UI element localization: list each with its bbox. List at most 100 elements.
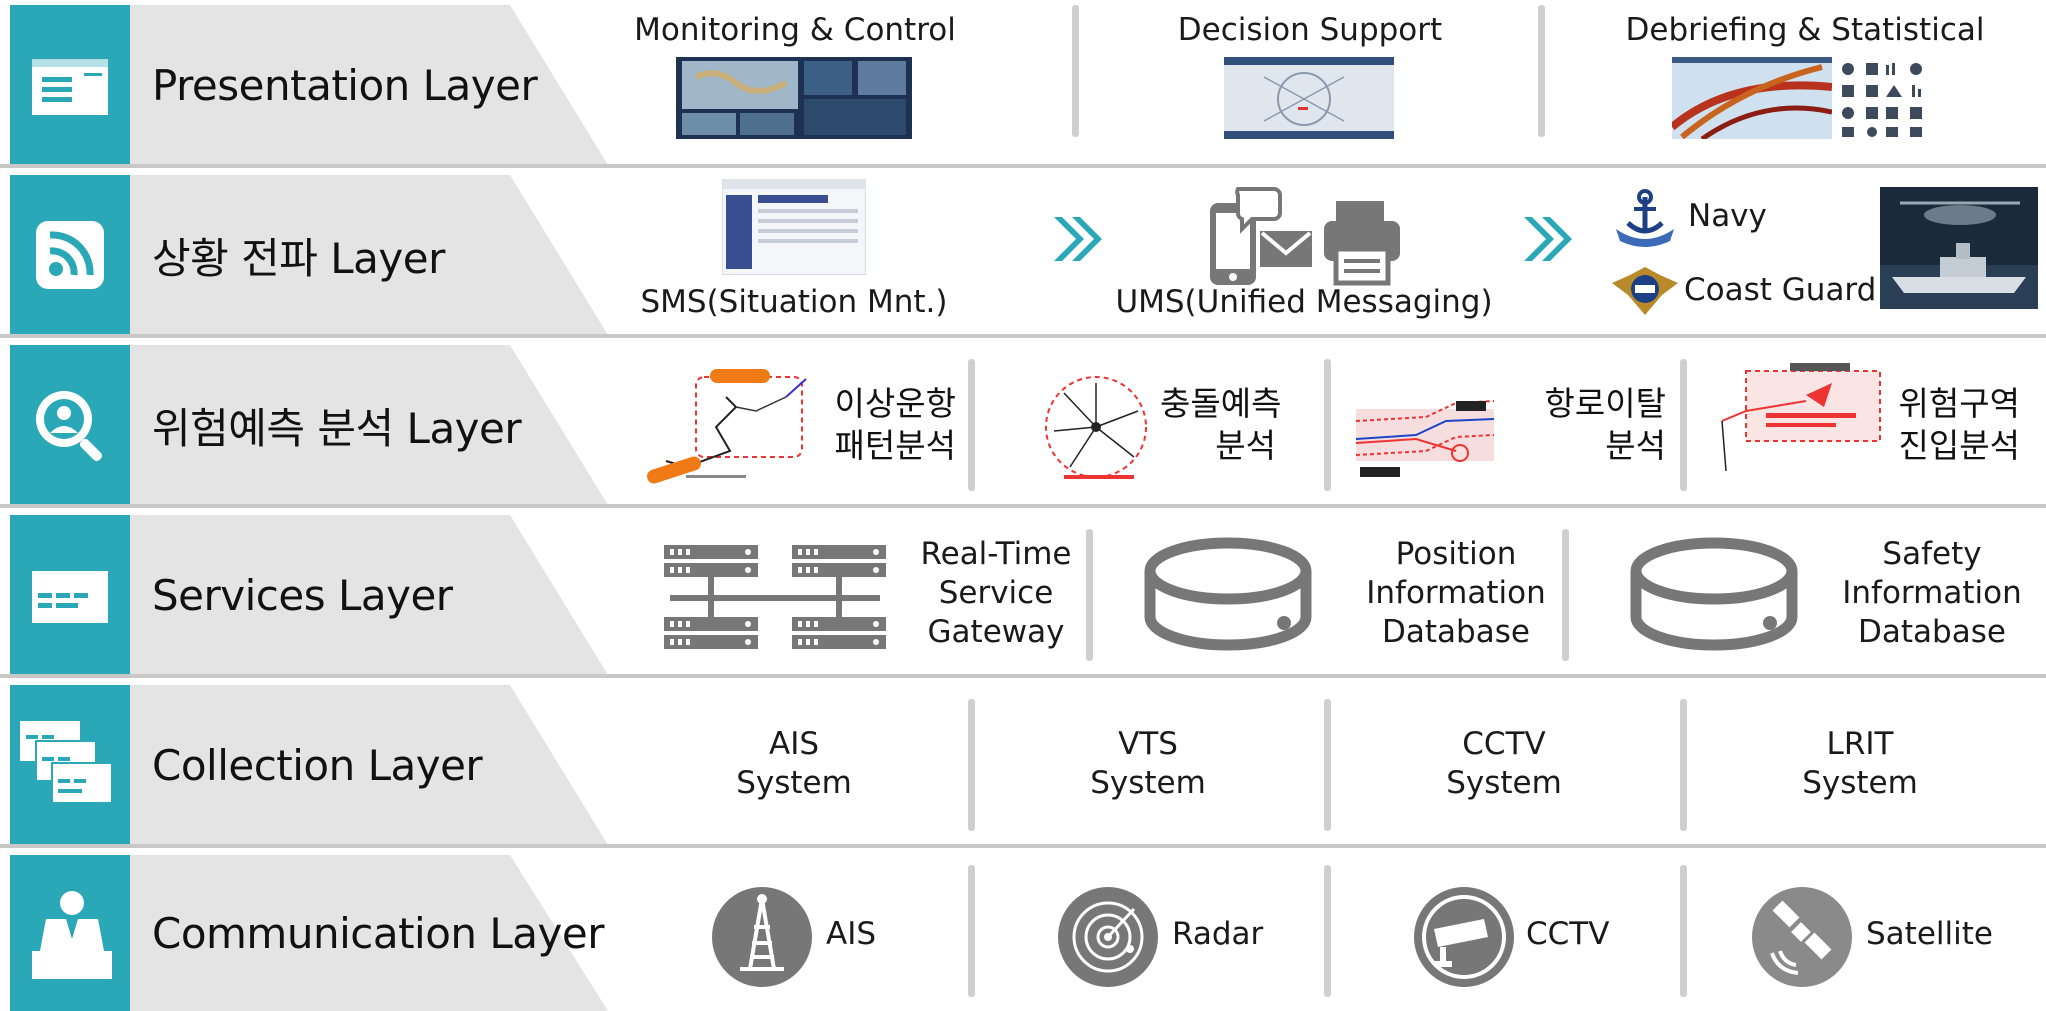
analysis-label-2: 충돌예측 분석	[1160, 383, 1282, 467]
column-divider	[1562, 529, 1569, 661]
service-label-line: Service	[938, 575, 1054, 611]
analysis-label-line: 위험구역	[1898, 384, 2020, 423]
row-divider	[0, 164, 2046, 168]
sms-label: SMS(Situation Mnt.)	[640, 284, 948, 320]
column-divider	[968, 359, 975, 491]
layer-band: Collection Layer	[130, 685, 608, 845]
layer-icon-box	[10, 345, 130, 505]
layer-icon-box	[10, 5, 130, 165]
magnifier-person-icon	[36, 391, 103, 462]
collection-label-line: System	[736, 765, 852, 801]
services-layer-row: Services Layer Real-Time Service Gateway	[0, 515, 2046, 677]
route-deviation-diagram	[1356, 400, 1494, 477]
sms-screen-thumbnail	[722, 179, 866, 275]
presenter-icon	[32, 891, 112, 979]
service-label-2: Position Information Database	[1356, 535, 1556, 652]
collection-label-line: LRIT	[1826, 726, 1894, 762]
collection-system-4: LRIT System	[1760, 725, 1960, 803]
danger-zone-entry-diagram	[1721, 363, 1881, 472]
analysis-label-line: 패턴분석	[834, 426, 956, 465]
service-label-line: Information	[1366, 575, 1546, 611]
coast-guard-label: Coast Guard	[1684, 272, 1877, 308]
decision-support-label: Decision Support	[1177, 12, 1443, 48]
analysis-label-3: 항로이탈 분석	[1500, 383, 1666, 467]
chart-icons-grid	[1842, 63, 1922, 137]
analysis-label-1: 이상운항 패턴분석	[800, 383, 956, 467]
service-label-line: Database	[1382, 614, 1530, 650]
column-divider	[1680, 699, 1687, 831]
column-divider	[1538, 5, 1545, 137]
collection-label-line: System	[1802, 765, 1918, 801]
debriefing-statistical-label: Debriefing & Statistical	[1625, 12, 1985, 48]
collection-label-line: AIS	[768, 726, 820, 762]
row-divider	[0, 674, 2046, 678]
decision-screen-thumbnail	[1224, 57, 1394, 139]
service-label-3: Safety Information Database	[1832, 535, 2032, 652]
collection-label-line: System	[1446, 765, 1562, 801]
column-divider	[968, 865, 975, 997]
comm-label-satellite: Satellite	[1866, 916, 1993, 952]
layer-band: 위험예측 분석 Layer	[130, 345, 608, 505]
row-divider	[0, 504, 2046, 508]
layer-band: Services Layer	[130, 515, 608, 675]
ums-label: UMS(Unified Messaging)	[1115, 284, 1493, 320]
layer-title: Services Layer	[152, 570, 453, 620]
collection-system-1: AIS System	[694, 725, 894, 803]
server-card-icon	[32, 571, 108, 623]
layer-band: Communication Layer	[130, 855, 608, 1011]
window-icon	[32, 59, 108, 115]
column-divider	[1680, 359, 1687, 491]
layer-title: Collection Layer	[152, 740, 483, 790]
service-label-line: Information	[1842, 575, 2022, 611]
analysis-label-line: 분석	[1605, 426, 1666, 465]
comm-label-ais: AIS	[826, 916, 877, 952]
double-chevron-icon	[1524, 217, 1572, 261]
column-divider	[1324, 359, 1331, 491]
ship-helicopter-image	[1880, 187, 2038, 309]
collision-prediction-diagram	[1045, 376, 1147, 479]
navy-label: Navy	[1688, 198, 1767, 234]
layer-icon-box	[10, 855, 130, 1011]
messaging-devices-icon	[1210, 187, 1400, 286]
coast-guard-emblem-icon	[1612, 267, 1678, 315]
collection-system-3: CCTV System	[1404, 725, 1604, 803]
propagation-layer-row: 상황 전파 Layer SMS(Situation Mnt.) UMS(Unif…	[0, 175, 2046, 337]
layer-icon-box	[10, 515, 130, 675]
layer-title: Communication Layer	[152, 908, 605, 958]
layer-band: 상황 전파 Layer	[130, 175, 608, 335]
collection-label-line: System	[1090, 765, 1206, 801]
database-icon	[1630, 537, 1798, 651]
service-label-line: Safety	[1882, 536, 1982, 572]
satellite-icon	[1752, 887, 1852, 987]
risk-analysis-layer-row: 위험예측 분석 Layer 이상운항 패턴분석 충돌예측 분석	[0, 345, 2046, 507]
analysis-label-4: 위험구역 진입분석	[1880, 383, 2020, 467]
analysis-label-line: 진입분석	[1898, 426, 2020, 465]
analysis-label-line: 항로이탈	[1544, 384, 1666, 423]
layer-title: 상황 전파 Layer	[152, 233, 445, 283]
column-divider	[968, 699, 975, 831]
double-chevron-icon	[1054, 217, 1102, 261]
navy-emblem-icon	[1616, 189, 1674, 247]
service-label-line: Real-Time	[920, 536, 1072, 572]
column-divider	[1680, 865, 1687, 997]
layer-band: Presentation Layer	[130, 5, 608, 165]
analysis-label-line: 충돌예측	[1160, 384, 1282, 423]
rss-icon	[36, 221, 104, 289]
cctv-camera-icon	[1414, 887, 1514, 987]
database-icon	[1144, 537, 1312, 651]
collection-label-line: VTS	[1118, 726, 1178, 762]
server-network-icon	[664, 545, 886, 649]
collection-layer-row: Collection Layer AIS System VTS System C…	[0, 685, 2046, 847]
presentation-layer-row: Presentation Layer Monitoring & Control …	[0, 5, 2046, 167]
ais-tower-icon	[712, 887, 812, 987]
layer-title: 위험예측 분석 Layer	[152, 403, 522, 453]
abnormal-pattern-diagram	[647, 369, 807, 484]
column-divider	[1072, 5, 1079, 137]
comm-label-cctv: CCTV	[1526, 916, 1610, 952]
column-divider	[1324, 865, 1331, 997]
stacked-cards-icon	[20, 721, 113, 804]
analysis-label-line: 이상운항	[834, 384, 956, 423]
radar-icon	[1058, 887, 1158, 987]
layer-icon-box	[10, 685, 130, 845]
analysis-label-line: 분석	[1215, 426, 1276, 465]
